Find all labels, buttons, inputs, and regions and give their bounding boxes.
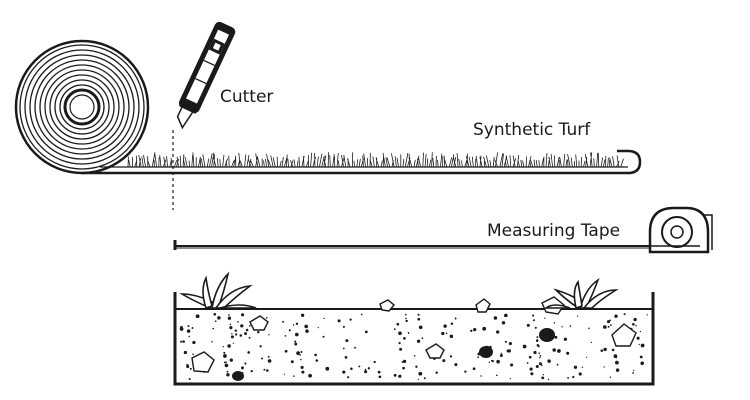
grass-tuft-icon [179,271,619,310]
measuring-tape-label: Measuring Tape [487,221,620,241]
utility-knife-icon [176,21,236,130]
synthetic-turf-strip [82,149,642,175]
synthetic-turf-label: Synthetic Turf [473,120,591,140]
soil-bed-icon [173,292,655,386]
turf-roll-icon [14,39,150,175]
cutter-label: Cutter [220,87,273,107]
tape-measure-icon [173,206,713,254]
